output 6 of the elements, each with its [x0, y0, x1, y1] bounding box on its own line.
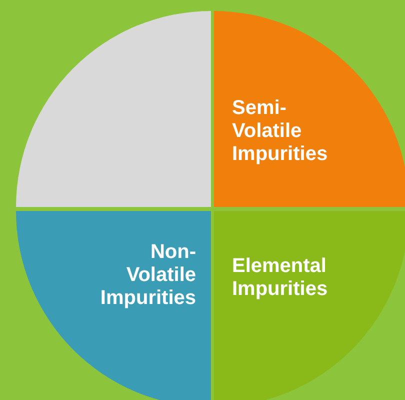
pie-segment [214, 11, 405, 207]
pie-segment [16, 211, 211, 400]
segment-label: Non-Volatile Impurities [99, 241, 196, 310]
pie-segment [214, 211, 405, 400]
segment-label: Elemental Impurities [232, 255, 329, 301]
segment-label: Semi-Volatile Impurities [232, 97, 329, 166]
